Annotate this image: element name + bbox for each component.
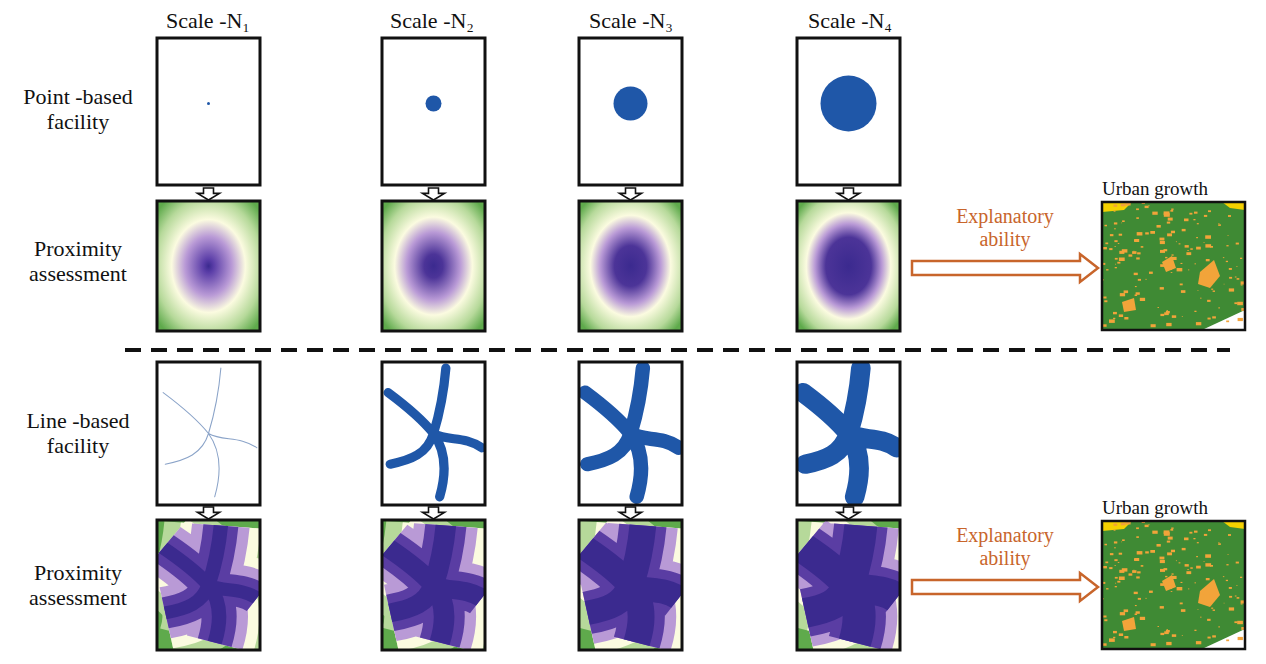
point-facility bbox=[426, 96, 442, 112]
proximity-map bbox=[382, 520, 485, 650]
down-arrow bbox=[620, 188, 642, 200]
facility-box bbox=[157, 38, 260, 185]
map-frame bbox=[1102, 202, 1245, 330]
down-arrow bbox=[838, 507, 860, 519]
facility-box bbox=[382, 362, 485, 505]
down-arrow bbox=[423, 188, 445, 200]
facility-box bbox=[157, 362, 260, 505]
proximity-map bbox=[157, 520, 260, 650]
row-label: Proximity assessment bbox=[8, 236, 148, 287]
scale-label: Scale -N₄ bbox=[760, 8, 940, 33]
proximity-map bbox=[382, 201, 485, 331]
proximity-map bbox=[579, 520, 682, 650]
point-facility bbox=[207, 102, 210, 105]
arrow-label: Explanatory ability bbox=[935, 205, 1075, 251]
scale-label: Scale -N₃ bbox=[541, 8, 721, 33]
down-arrow bbox=[620, 507, 642, 519]
divider-line bbox=[125, 348, 1230, 352]
point-facility bbox=[821, 76, 877, 132]
panel-heading: Urban growth bbox=[1102, 178, 1208, 200]
row-label: Point -based facility bbox=[8, 84, 148, 135]
facility-box bbox=[579, 362, 682, 505]
down-arrow bbox=[198, 188, 220, 200]
arrow-label: Explanatory ability bbox=[935, 524, 1075, 570]
down-arrow bbox=[423, 507, 445, 519]
proximity-map bbox=[579, 201, 682, 331]
scale-label: Scale -N₁ bbox=[118, 8, 298, 33]
facility-box bbox=[797, 38, 900, 185]
point-facility bbox=[614, 87, 648, 121]
urban-growth-panel: Urban growth bbox=[1102, 497, 1208, 519]
facility-box bbox=[797, 362, 900, 505]
facility-box bbox=[579, 38, 682, 185]
proximity-map bbox=[797, 201, 900, 331]
urban-growth-panel: Urban growth bbox=[1102, 178, 1208, 200]
urban-growth-map bbox=[1102, 521, 1246, 649]
explanatory-arrow bbox=[912, 573, 1098, 601]
panel-heading: Urban growth bbox=[1102, 497, 1208, 519]
urban-growth-map bbox=[1102, 202, 1246, 330]
scale-label: Scale -N₂ bbox=[342, 8, 522, 33]
proximity-map bbox=[157, 201, 260, 331]
proximity-map bbox=[797, 520, 900, 650]
facility-box bbox=[382, 38, 485, 185]
down-arrow bbox=[198, 507, 220, 519]
explanatory-arrow bbox=[912, 254, 1098, 282]
row-label: Line -based facility bbox=[8, 408, 148, 459]
down-arrow bbox=[838, 188, 860, 200]
row-label: Proximity assessment bbox=[8, 560, 148, 611]
map-frame bbox=[1102, 521, 1245, 649]
